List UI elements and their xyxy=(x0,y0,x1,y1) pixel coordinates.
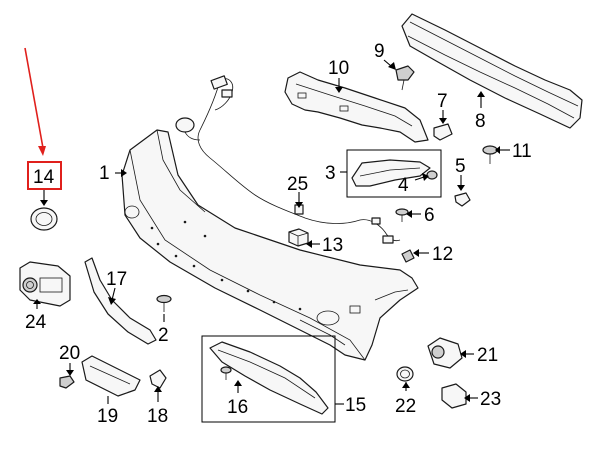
callout-11: 11 xyxy=(512,141,532,162)
callout-18: 18 xyxy=(147,406,168,427)
part-19-bracket-plate xyxy=(81,355,141,404)
callout-3: 3 xyxy=(325,163,336,184)
part-11-push-clip xyxy=(482,145,510,164)
callout-15: 15 xyxy=(345,395,366,416)
part-2-push-pin xyxy=(156,294,172,322)
callout-12: 12 xyxy=(432,244,453,265)
callout-7: 7 xyxy=(437,91,448,112)
part-22-grommet xyxy=(396,366,414,391)
part-23-bracket xyxy=(441,383,478,409)
callout-5: 5 xyxy=(455,156,466,177)
part-14-ring xyxy=(30,190,58,231)
part-8-reinforcement-beam xyxy=(401,13,583,129)
callout-19: 19 xyxy=(97,406,118,427)
callout-10: 10 xyxy=(328,58,349,79)
callout-13: 13 xyxy=(322,235,343,256)
highlight-box xyxy=(27,161,62,190)
part-12-bolt xyxy=(401,249,429,263)
highlight-arrow xyxy=(24,47,46,156)
part-24-sensor-housing xyxy=(19,261,71,309)
callout-9: 9 xyxy=(374,41,385,62)
callout-17: 17 xyxy=(106,269,127,290)
callout-labels: 14 1 9 10 7 8 11 3 4 5 25 6 13 12 17 2 2… xyxy=(25,41,532,427)
callout-6: 6 xyxy=(424,205,435,226)
part-25-wiring-harness xyxy=(175,75,401,244)
part-21-sensor xyxy=(427,337,474,369)
callout-8: 8 xyxy=(475,111,486,132)
callout-25: 25 xyxy=(287,174,308,195)
part-9-bolt xyxy=(383,59,415,91)
part-3-4-group xyxy=(340,149,442,198)
callout-21: 21 xyxy=(477,345,498,366)
part-10-bracket xyxy=(284,71,429,143)
part-6-screw xyxy=(395,208,421,222)
callout-16: 16 xyxy=(227,397,248,418)
part-13-clip xyxy=(288,228,320,248)
callout-24: 24 xyxy=(25,312,47,333)
callout-14: 14 xyxy=(33,167,55,188)
callout-20: 20 xyxy=(59,343,80,364)
callout-23: 23 xyxy=(480,389,501,410)
part-18-clip xyxy=(149,369,167,402)
part-15-16-group xyxy=(201,335,344,423)
callout-2: 2 xyxy=(158,325,169,346)
part-1-bumper-cover xyxy=(115,129,419,361)
part-5-fastener xyxy=(454,175,471,207)
part-20-bolt xyxy=(59,363,75,389)
callout-1: 1 xyxy=(99,163,110,184)
callout-22: 22 xyxy=(395,396,416,417)
callout-4: 4 xyxy=(398,175,409,196)
part-7-clip xyxy=(433,110,453,141)
part-17-trim-strip xyxy=(84,257,157,345)
